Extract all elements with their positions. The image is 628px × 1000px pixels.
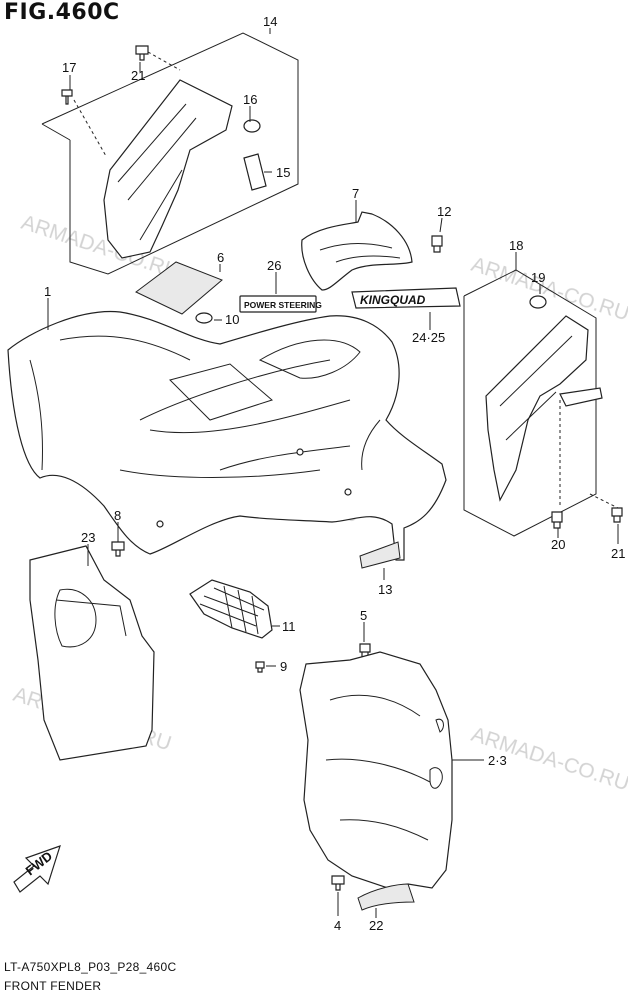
screw-17 <box>61 89 73 105</box>
part-2-3-inner-fender <box>299 651 453 889</box>
clip-21-right <box>611 507 623 523</box>
callout-15: 15 <box>276 165 290 180</box>
callout-18: 18 <box>509 238 523 253</box>
callout-5: 5 <box>360 608 367 623</box>
callout-12: 12 <box>437 204 451 219</box>
callout-23: 23 <box>81 530 95 545</box>
callouts: 14 17 21 16 15 7 12 6 26 18 19 1 10 24·2… <box>44 14 625 933</box>
callout-17: 17 <box>62 60 76 75</box>
part-12-bolt <box>431 235 443 253</box>
part-11-grille <box>189 579 273 639</box>
part-18-inner-panel-group <box>463 269 623 537</box>
clip-20 <box>551 511 563 529</box>
callout-20: 20 <box>551 537 565 552</box>
callout-22: 22 <box>369 918 383 933</box>
part-7-handle-cover <box>301 211 413 291</box>
part-9-screw <box>255 661 265 673</box>
callout-26: 26 <box>267 258 281 273</box>
callout-6: 6 <box>217 250 224 265</box>
part-13-pad <box>359 541 401 569</box>
callout-2-3: 2·3 <box>488 753 507 768</box>
clip-21-top <box>135 45 149 61</box>
grommet-16 <box>243 119 261 133</box>
part-23-mud-guard <box>29 545 155 761</box>
part-4-screw <box>331 875 345 891</box>
part-22-guard <box>357 883 415 911</box>
callout-16: 16 <box>243 92 257 107</box>
callout-24-25: 24·25 <box>412 330 445 345</box>
part-1-front-fender <box>7 310 447 561</box>
part-26-power-steering-decal: POWER STEERING <box>239 295 322 313</box>
callout-13: 13 <box>378 582 392 597</box>
part-24-25-kingquad-decal: KINGQUAD <box>351 287 461 309</box>
part-8-bolt <box>111 541 125 557</box>
callout-10: 10 <box>225 312 239 327</box>
part-14-inner-panel-group <box>41 32 299 275</box>
part-6-pad <box>135 261 223 315</box>
leader-lines <box>47 28 619 918</box>
callout-14: 14 <box>263 14 277 29</box>
power-steering-decal-text: POWER STEERING <box>244 300 322 310</box>
callout-9: 9 <box>280 659 287 674</box>
callout-21-top: 21 <box>131 68 145 83</box>
callout-19: 19 <box>531 270 545 285</box>
fwd-arrow: FWD <box>13 845 61 893</box>
clip-15 <box>243 153 267 191</box>
callout-8: 8 <box>114 508 121 523</box>
figure-title: FIG.460C <box>4 0 120 25</box>
callout-21-right: 21 <box>611 546 625 561</box>
callout-7: 7 <box>352 186 359 201</box>
kingquad-decal-text: KINGQUAD <box>360 293 426 307</box>
callout-1: 1 <box>44 284 51 299</box>
inner-panel-left <box>103 79 233 259</box>
part-10-grommet <box>195 312 213 324</box>
callout-11: 11 <box>282 619 296 634</box>
part-group-name: FRONT FENDER <box>4 979 102 993</box>
callout-4: 4 <box>334 918 341 933</box>
reference-code: LT-A750XPL8_P03_P28_460C <box>4 960 177 974</box>
grommet-19 <box>529 295 547 309</box>
inner-panel-right <box>485 315 589 502</box>
